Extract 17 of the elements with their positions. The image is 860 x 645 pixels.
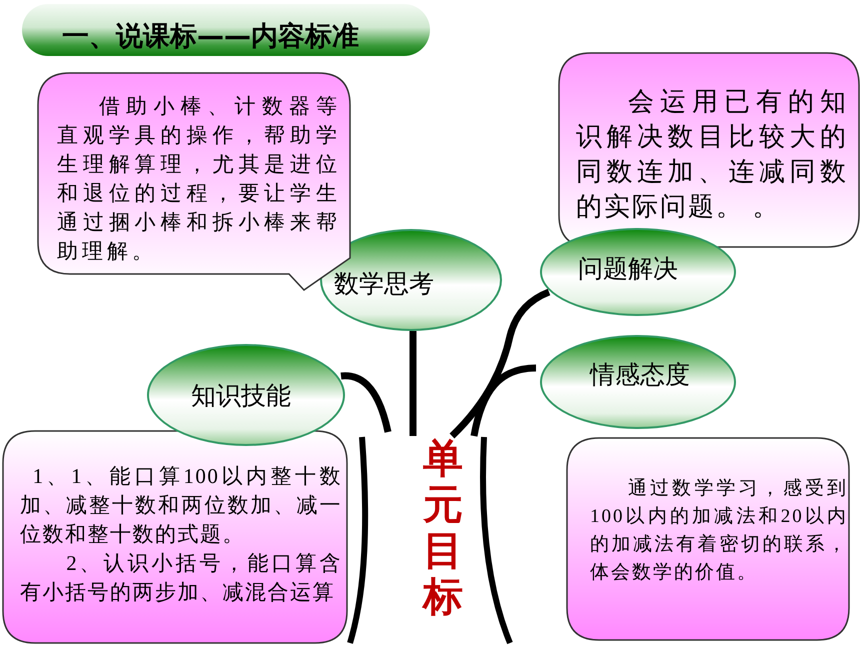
topic-label: 情感态度 (590, 359, 690, 391)
body-text: 会运用已有的知识解决数目比较大的同数连加、连减同数的实际问题。 。 (576, 86, 848, 223)
title-text: 一、说课标——内容标准 (62, 20, 359, 54)
center-title: 单元目标 (418, 436, 468, 626)
body-text: 通过数学学习，感受到100以内的加减法和20以内的加减法有着密切的联系，体会数学的价值。 (590, 477, 848, 585)
text-box (558, 52, 860, 248)
topic-label: 数学思考 (334, 268, 434, 300)
body-text: 借助小棒、计数器等直观学具的操作，帮助学生理解算理，尤其是进位和退位的过程，要让学生通过捆小棒和拆小棒来帮助理解。 (57, 93, 341, 265)
text-box (566, 437, 850, 641)
connector-line (470, 364, 536, 437)
topic-label: 知识技能 (191, 380, 291, 412)
text-box (2, 430, 348, 644)
connector-line (450, 288, 550, 438)
topic-label: 问题解决 (578, 253, 678, 285)
body-text: 2、认识小括号，能口算含有小括号的两步加、减混合运算 (20, 550, 342, 606)
body-text: 1、1、能口算100以内整十数加、减整十数和两位数加、减一位数和整十数的式题。 (20, 463, 342, 548)
connector-line (410, 331, 416, 436)
